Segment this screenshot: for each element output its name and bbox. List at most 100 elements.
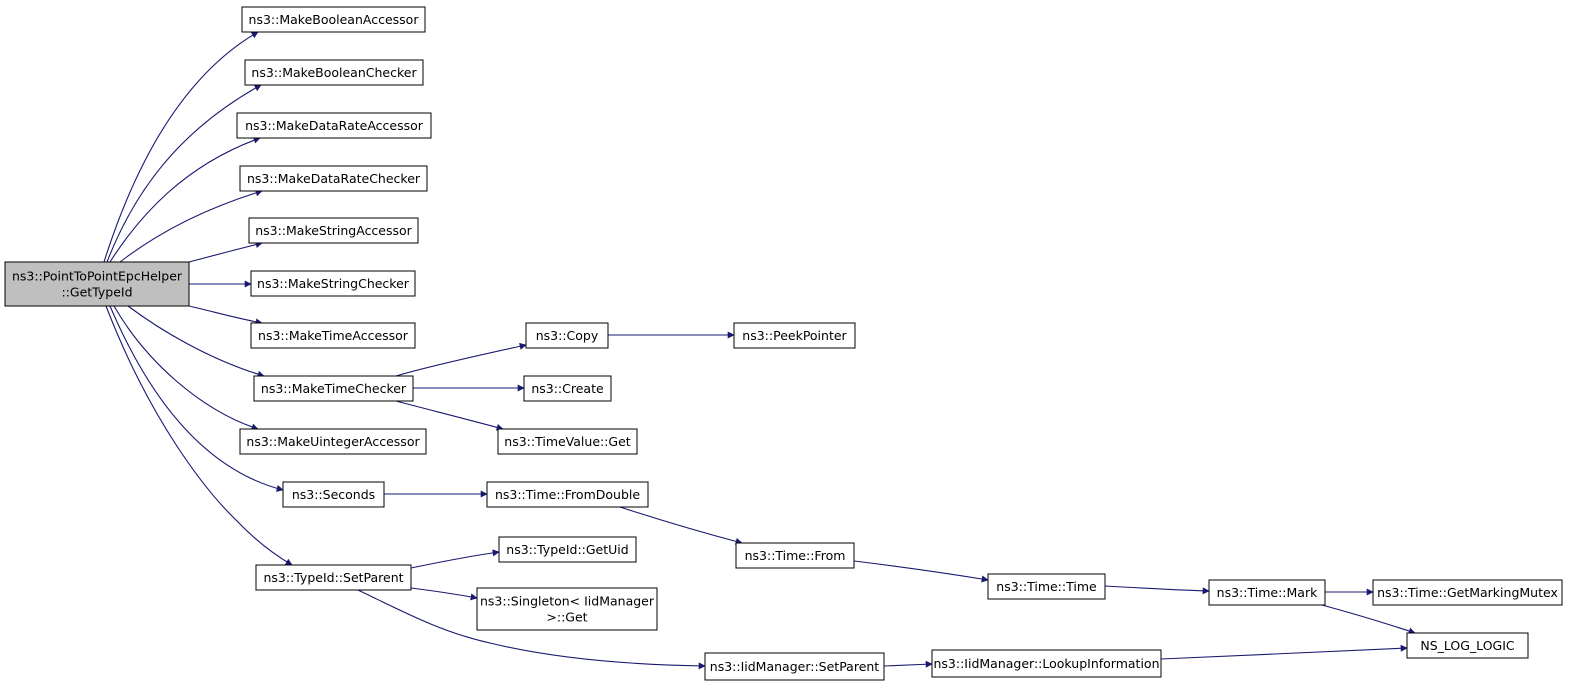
node-mark[interactable]: ns3::Time::Mark <box>1208 579 1326 606</box>
node-label: ns3::PointToPointEpcHelper <box>12 269 183 284</box>
edge-root-to-time_chk <box>127 305 265 378</box>
node-box <box>987 573 1106 600</box>
edge-mark-to-nslog <box>1321 604 1416 635</box>
node-box <box>244 59 424 86</box>
node-box <box>248 217 419 244</box>
edge-root-to-dr_chk <box>119 189 263 263</box>
edge-root-to-time_acc <box>188 305 263 326</box>
edge-lookup-to-nslog <box>1160 644 1408 660</box>
node-label: ns3::MakeTimeAccessor <box>258 328 409 343</box>
node-box <box>733 322 856 349</box>
node-label: ns3::Time::From <box>745 548 846 563</box>
node-getuid[interactable]: ns3::TypeId::GetUid <box>498 536 637 563</box>
node-label: ns3::Copy <box>536 328 599 343</box>
node-box <box>239 428 427 455</box>
edge-root-to-setparent <box>105 305 293 566</box>
node-setparent[interactable]: ns3::TypeId::SetParent <box>255 564 412 591</box>
node-label: ns3::TimeValue::Get <box>504 434 631 449</box>
node-time_acc[interactable]: ns3::MakeTimeAccessor <box>250 322 416 349</box>
node-mutex[interactable]: ns3::Time::GetMarkingMutex <box>1372 579 1563 606</box>
edge-time-to-mark <box>1104 585 1210 595</box>
edge-root-to-dr_acc <box>109 136 261 263</box>
edge-root-to-str_acc <box>188 241 263 263</box>
node-iid_setparent[interactable]: ns3::IidManager::SetParent <box>704 652 885 681</box>
node-bool_acc[interactable]: ns3::MakeBooleanAccessor <box>241 6 426 33</box>
node-box <box>735 542 855 569</box>
node-label: ns3::MakeStringAccessor <box>255 223 412 238</box>
node-str_chk[interactable]: ns3::MakeStringChecker <box>250 270 416 297</box>
node-nslog[interactable]: NS_LOG_LOGIC <box>1406 632 1529 659</box>
node-box <box>250 270 416 297</box>
node-time_chk[interactable]: ns3::MakeTimeChecker <box>253 375 414 402</box>
edge-time_chk-to-tv_get <box>395 400 504 431</box>
node-lookup[interactable]: ns3::IidManager::LookupInformation <box>931 649 1162 678</box>
node-create[interactable]: ns3::Create <box>523 375 612 402</box>
node-box <box>497 428 638 455</box>
node-fromdouble[interactable]: ns3::Time::FromDouble <box>486 481 649 508</box>
node-label: ns3::Seconds <box>292 487 375 502</box>
node-box <box>476 587 658 631</box>
node-label: ns3::IidManager::SetParent <box>710 659 880 674</box>
node-box <box>931 649 1162 678</box>
node-time[interactable]: ns3::Time::Time <box>987 573 1106 600</box>
edge-root-to-seconds <box>109 305 284 492</box>
nodes-layer: ns3::PointToPointEpcHelper::GetTypeIdns3… <box>4 6 1563 681</box>
node-copy[interactable]: ns3::Copy <box>525 322 609 349</box>
node-label: ns3::MakeTimeChecker <box>261 381 407 396</box>
node-label: ns3::IidManager::LookupInformation <box>933 656 1159 671</box>
node-label: ns3::Create <box>531 381 604 396</box>
node-label: ns3::TypeId::SetParent <box>263 570 403 585</box>
node-label: ns3::MakeDataRateChecker <box>247 171 421 186</box>
node-label: ns3::Time::GetMarkingMutex <box>1377 585 1558 600</box>
edge-setparent-to-iid_setparent <box>357 589 706 670</box>
node-label: ns3::Time::FromDouble <box>495 487 640 502</box>
node-bool_chk[interactable]: ns3::MakeBooleanChecker <box>244 59 424 86</box>
node-from[interactable]: ns3::Time::From <box>735 542 855 569</box>
node-label: ns3::Singleton< IidManager <box>480 594 655 609</box>
node-label: ns3::MakeUintegerAccessor <box>246 434 420 449</box>
node-label: ns3::MakeBooleanChecker <box>251 65 417 80</box>
node-label: ns3::MakeBooleanAccessor <box>249 12 420 27</box>
node-label: ns3::MakeDataRateAccessor <box>245 118 424 133</box>
node-label: ns3::MakeStringChecker <box>257 276 410 291</box>
node-label: ns3::Time::Time <box>996 579 1097 594</box>
node-peek[interactable]: ns3::PeekPointer <box>733 322 856 349</box>
node-box <box>1372 579 1563 606</box>
node-box <box>4 261 190 307</box>
node-box <box>236 112 432 139</box>
node-label: ns3::TypeId::GetUid <box>506 542 628 557</box>
node-box <box>250 322 416 349</box>
node-label: ns3::Time::Mark <box>1217 585 1318 600</box>
node-box <box>1208 579 1326 606</box>
node-box <box>255 564 412 591</box>
node-box <box>1406 632 1529 659</box>
edges-layer <box>103 31 1416 670</box>
edge-root-to-bool_acc <box>103 31 259 263</box>
edge-root-to-uint_acc <box>113 305 259 431</box>
node-box <box>239 165 428 192</box>
node-root[interactable]: ns3::PointToPointEpcHelper::GetTypeId <box>4 261 190 307</box>
node-dr_chk[interactable]: ns3::MakeDataRateChecker <box>239 165 428 192</box>
edge-iid_setparent-to-lookup <box>883 660 933 668</box>
node-label: NS_LOG_LOGIC <box>1420 638 1515 653</box>
node-dr_acc[interactable]: ns3::MakeDataRateAccessor <box>236 112 432 139</box>
node-str_acc[interactable]: ns3::MakeStringAccessor <box>248 217 419 244</box>
node-label: ns3::PeekPointer <box>742 328 847 343</box>
node-seconds[interactable]: ns3::Seconds <box>282 481 385 508</box>
edge-setparent-to-getuid <box>410 549 500 569</box>
node-box <box>486 481 649 508</box>
edge-time_chk-to-copy <box>395 342 527 377</box>
node-box <box>704 652 885 681</box>
edge-setparent-to-singleton <box>410 587 478 601</box>
node-singleton[interactable]: ns3::Singleton< IidManager>::Get <box>476 587 658 631</box>
edge-root-to-bool_chk <box>106 84 262 263</box>
node-box <box>253 375 414 402</box>
node-uint_acc[interactable]: ns3::MakeUintegerAccessor <box>239 428 427 455</box>
node-label: ::GetTypeId <box>61 285 132 300</box>
node-tv_get[interactable]: ns3::TimeValue::Get <box>497 428 638 455</box>
node-label: >::Get <box>546 610 587 625</box>
edge-from-to-time <box>853 560 989 583</box>
node-box <box>523 375 612 402</box>
edge-fromdouble-to-from <box>619 506 743 545</box>
